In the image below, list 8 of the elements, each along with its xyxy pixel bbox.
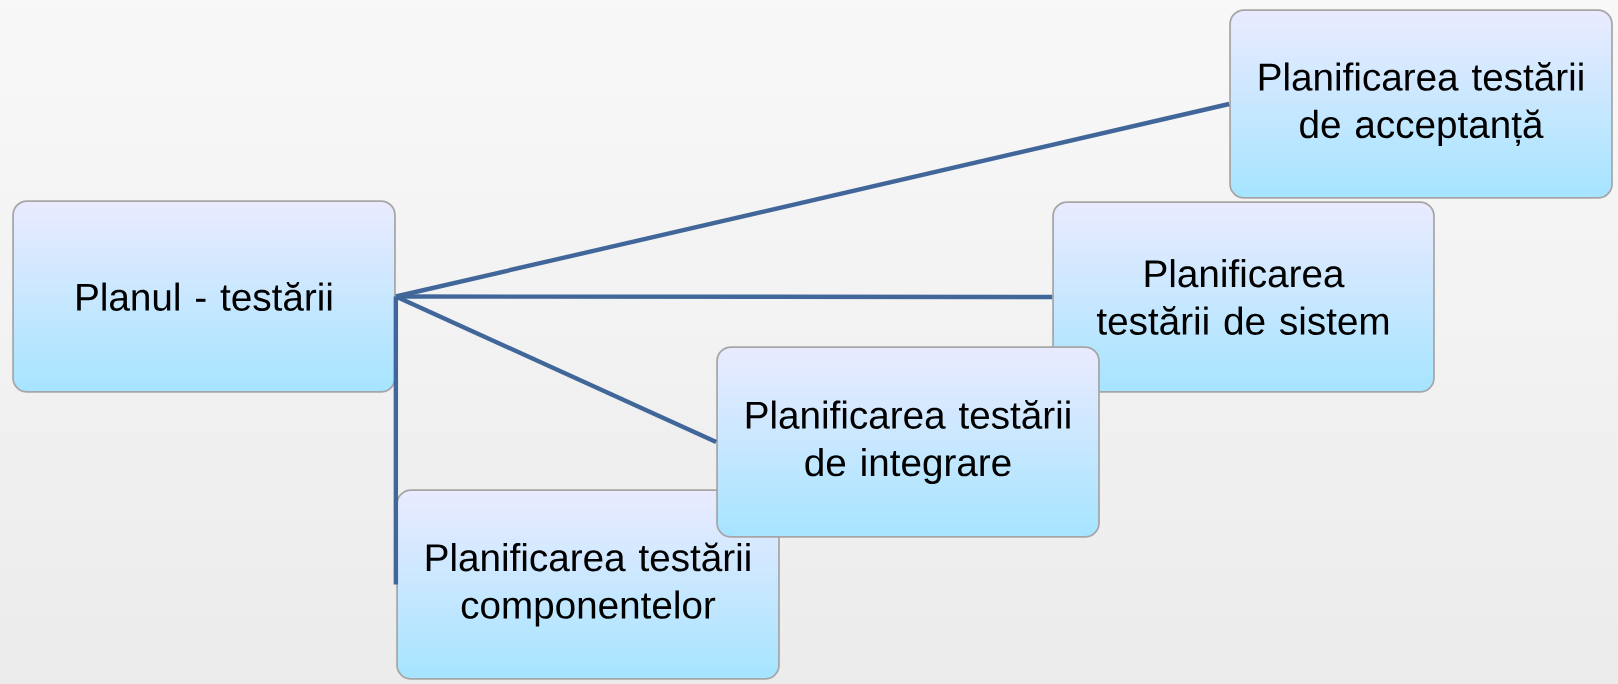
process-box: Planul - testării	[12, 200, 396, 393]
connector-line	[394, 294, 718, 444]
process-box: Planificarea testării de integrare	[716, 346, 1100, 538]
connector-line	[395, 294, 1053, 300]
process-box: Planificarea testării componentelor	[396, 489, 780, 680]
process-box: Planificarea testării de sistem	[1052, 201, 1435, 393]
connector-line	[393, 296, 399, 585]
process-box: Planificarea testării de acceptanță	[1229, 9, 1613, 199]
